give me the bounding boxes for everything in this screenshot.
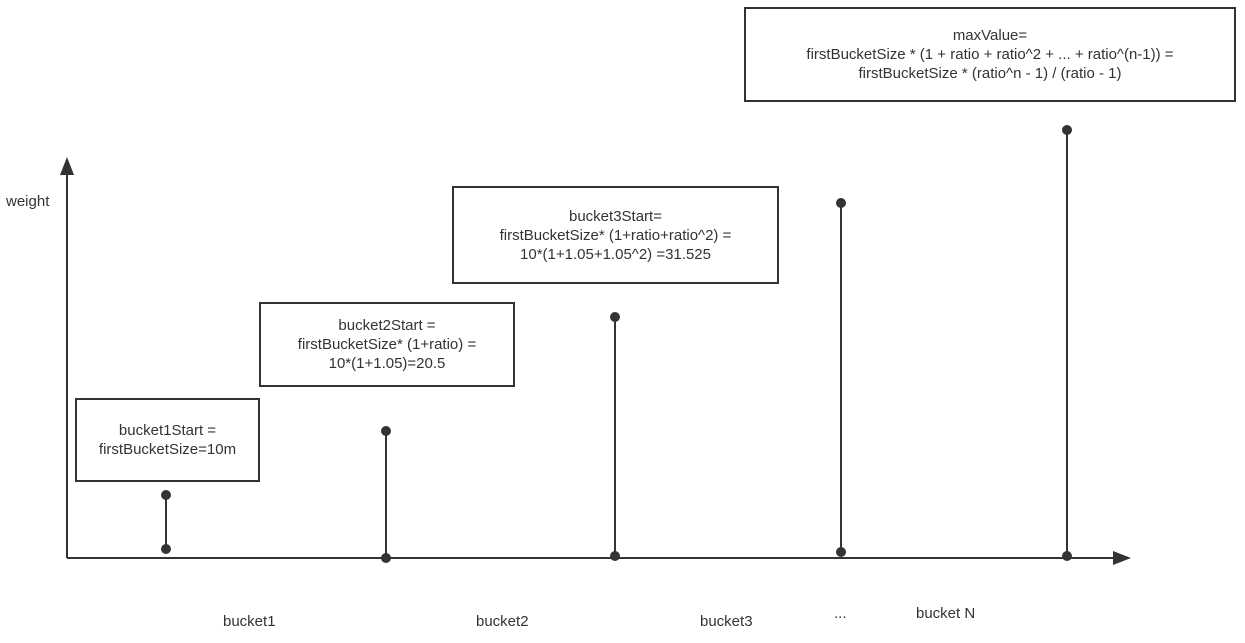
bucketN-base-dot bbox=[1062, 551, 1072, 561]
bucket4-stem bbox=[836, 198, 846, 557]
max-value-box: maxValue= firstBucketSize * (1 + ratio +… bbox=[744, 7, 1236, 102]
bucket2-box-line-2: firstBucketSize* (1+ratio) = bbox=[297, 336, 477, 353]
bucket1-box-line-1: bucket1Start = bbox=[118, 422, 217, 439]
bucket3-label: bucket3 bbox=[700, 613, 753, 630]
max-value-box-line-2: firstBucketSize * (1 + ratio + ratio^2 +… bbox=[806, 46, 1174, 63]
bucket2-base-dot bbox=[381, 553, 391, 563]
bucket2-top-dot bbox=[381, 426, 391, 436]
x-axis-arrow bbox=[1113, 551, 1131, 565]
bucketN-label: bucket N bbox=[916, 605, 976, 622]
bucket2-box-line-1: bucket2Start = bbox=[338, 317, 436, 334]
bucket1-box-line-2: firstBucketSize=10m bbox=[98, 441, 237, 458]
bucket1-base-dot bbox=[161, 544, 171, 554]
bucket1-start-box: bucket1Start = firstBucketSize=10m bbox=[75, 398, 260, 482]
bucket4-top-dot bbox=[836, 198, 846, 208]
bucket3-start-box: bucket3Start= firstBucketSize* (1+ratio+… bbox=[452, 186, 779, 284]
bucket2-stem bbox=[381, 426, 391, 563]
bucket2-box-line-3: 10*(1+1.05)=20.5 bbox=[328, 355, 446, 372]
y-axis-label: weight bbox=[6, 193, 50, 210]
bucketN-stem bbox=[1062, 125, 1072, 561]
ellipsis-label: ... bbox=[834, 605, 847, 622]
bucket1-label: bucket1 bbox=[223, 613, 276, 630]
y-axis-arrow bbox=[60, 157, 74, 175]
bucket1-top-dot bbox=[161, 490, 171, 500]
max-value-box-line-1: maxValue= bbox=[952, 27, 1028, 44]
max-value-box-line-3: firstBucketSize * (ratio^n - 1) / (ratio… bbox=[858, 65, 1122, 82]
bucket2-start-box: bucket2Start = firstBucketSize* (1+ratio… bbox=[259, 302, 515, 387]
bucket3-box-line-3: 10*(1+1.05+1.05^2) =31.525 bbox=[520, 245, 711, 263]
bucket3-stem bbox=[610, 312, 620, 561]
bucket1-stem bbox=[161, 490, 171, 554]
bucket3-top-dot bbox=[610, 312, 620, 322]
bucket3-box-line-2: firstBucketSize* (1+ratio+ratio^2) = bbox=[499, 226, 732, 244]
bucket4-base-dot bbox=[836, 547, 846, 557]
bucket3-box-line-1: bucket3Start= bbox=[569, 207, 662, 225]
bucket2-label: bucket2 bbox=[476, 613, 529, 630]
bucketN-top-dot bbox=[1062, 125, 1072, 135]
bucket3-base-dot bbox=[610, 551, 620, 561]
